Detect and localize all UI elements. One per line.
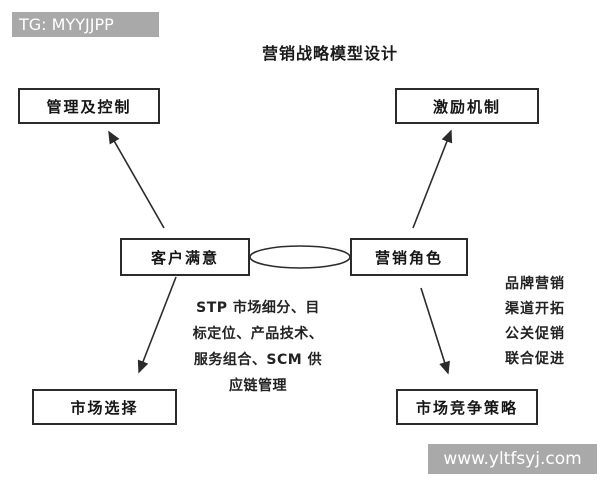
node-management-control: 管理及控制 [18,88,160,124]
node-marketing-role: 营销角色 [350,238,468,276]
node-market-competition-strategy-label: 市场竞争策略 [415,398,518,417]
node-market-selection: 市场选择 [32,389,177,425]
node-market-competition-strategy: 市场竞争策略 [396,389,538,425]
stp-scm-annotation: STP 市场细分、目 标定位、产品技术、 服务组合、SCM 供 应链管理 [188,295,328,399]
stp-scm-annotation-line: 应链管理 [229,378,287,394]
stp-scm-annotation-line: 服务组合、SCM 供 [193,352,323,368]
promotion-list-item: 渠道开拓 [505,301,565,317]
watermark-top-label: TG: MYYJJPP [19,15,114,34]
watermark-bottom-banner: www.yltfsyj.com [428,444,597,474]
promotion-list-item: 联合促进 [505,351,565,367]
link-ellipse [249,245,351,269]
node-incentive-mechanism: 激励机制 [395,88,539,124]
stp-scm-annotation-line: 标定位、产品技术、 [192,326,324,342]
node-management-control-label: 管理及控制 [46,97,132,116]
promotion-list-annotation: 品牌营销 渠道开拓 公关促销 联合促进 [505,272,595,372]
promotion-list-item: 公关促销 [505,326,565,342]
arrow-customer-to-market-selection [137,276,177,374]
node-incentive-mechanism-label: 激励机制 [432,97,501,116]
node-customer-satisfaction-label: 客户满意 [150,248,219,267]
page-title: 营销战略模型设计 [261,44,398,63]
arrow-role-to-competition [420,287,450,375]
arrow-role-to-incentive [412,129,453,229]
watermark-bottom-label: www.yltfsyj.com [443,449,582,469]
node-marketing-role-label: 营销角色 [374,248,443,267]
promotion-list-item: 品牌营销 [505,276,565,292]
arrow-customer-to-management [108,130,165,229]
node-market-selection-label: 市场选择 [70,398,139,417]
node-customer-satisfaction: 客户满意 [120,238,250,276]
stp-scm-annotation-line: STP 市场细分、目 [196,300,320,316]
watermark-top-banner: TG: MYYJJPP [12,12,159,37]
